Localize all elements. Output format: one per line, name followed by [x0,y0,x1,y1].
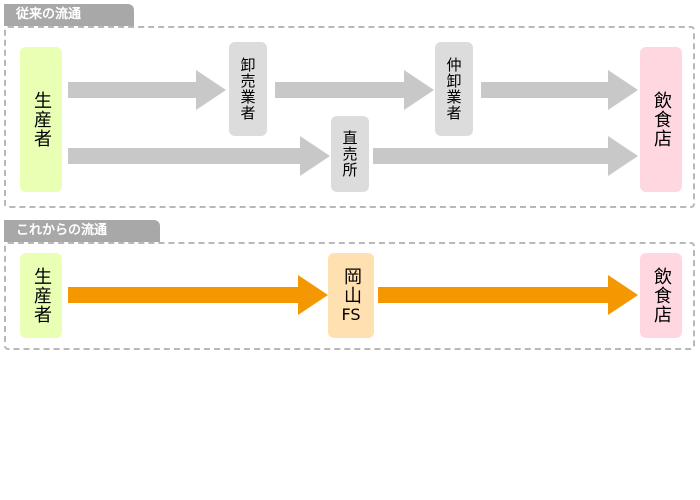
node-intermediate-wholesaler: 仲卸業者 [435,42,473,136]
arrow-intermediate-to-restaurant [481,70,638,110]
section-title-future: これからの流通 [16,223,108,238]
node-wholesaler: 卸売業者 [229,42,267,136]
node-restaurant-future: 飲食店 [640,253,682,338]
arrow-producer-to-okayama-fs [68,275,328,315]
node-producer-label: 生産者 [31,91,52,148]
gray-arrows [68,70,638,176]
node-direct-store-label: 直売所 [340,130,359,178]
arrow-producer-to-wholesaler [68,70,226,110]
node-okayama-fs-label-line1: 岡山 [341,267,362,305]
node-intermediate-wholesaler-label: 仲卸業者 [444,57,463,121]
section-title-traditional: 従来の流通 [16,7,82,22]
node-okayama-fs-label-line2: FS [341,305,361,324]
node-okayama-fs: 岡山 FS [328,253,374,338]
section-frame-traditional [4,26,695,208]
node-producer-future-label: 生産者 [31,267,52,324]
arrow-direct-store-to-restaurant [373,136,638,176]
node-restaurant-label: 飲食店 [651,91,672,148]
node-producer-future: 生産者 [20,253,62,338]
node-direct-store: 直売所 [331,116,369,192]
section-frame-future [4,242,695,350]
section-tab-traditional: 従来の流通 [4,4,134,26]
node-restaurant: 飲食店 [640,47,682,192]
node-restaurant-future-label: 飲食店 [651,267,672,324]
orange-arrows [68,275,638,315]
arrow-okayama-fs-to-restaurant [378,275,638,315]
arrow-producer-to-direct-store [68,136,330,176]
node-producer: 生産者 [20,47,62,192]
section-tab-future: これからの流通 [4,220,160,242]
arrow-wholesaler-to-intermediate [275,70,434,110]
node-wholesaler-label: 卸売業者 [238,57,257,121]
